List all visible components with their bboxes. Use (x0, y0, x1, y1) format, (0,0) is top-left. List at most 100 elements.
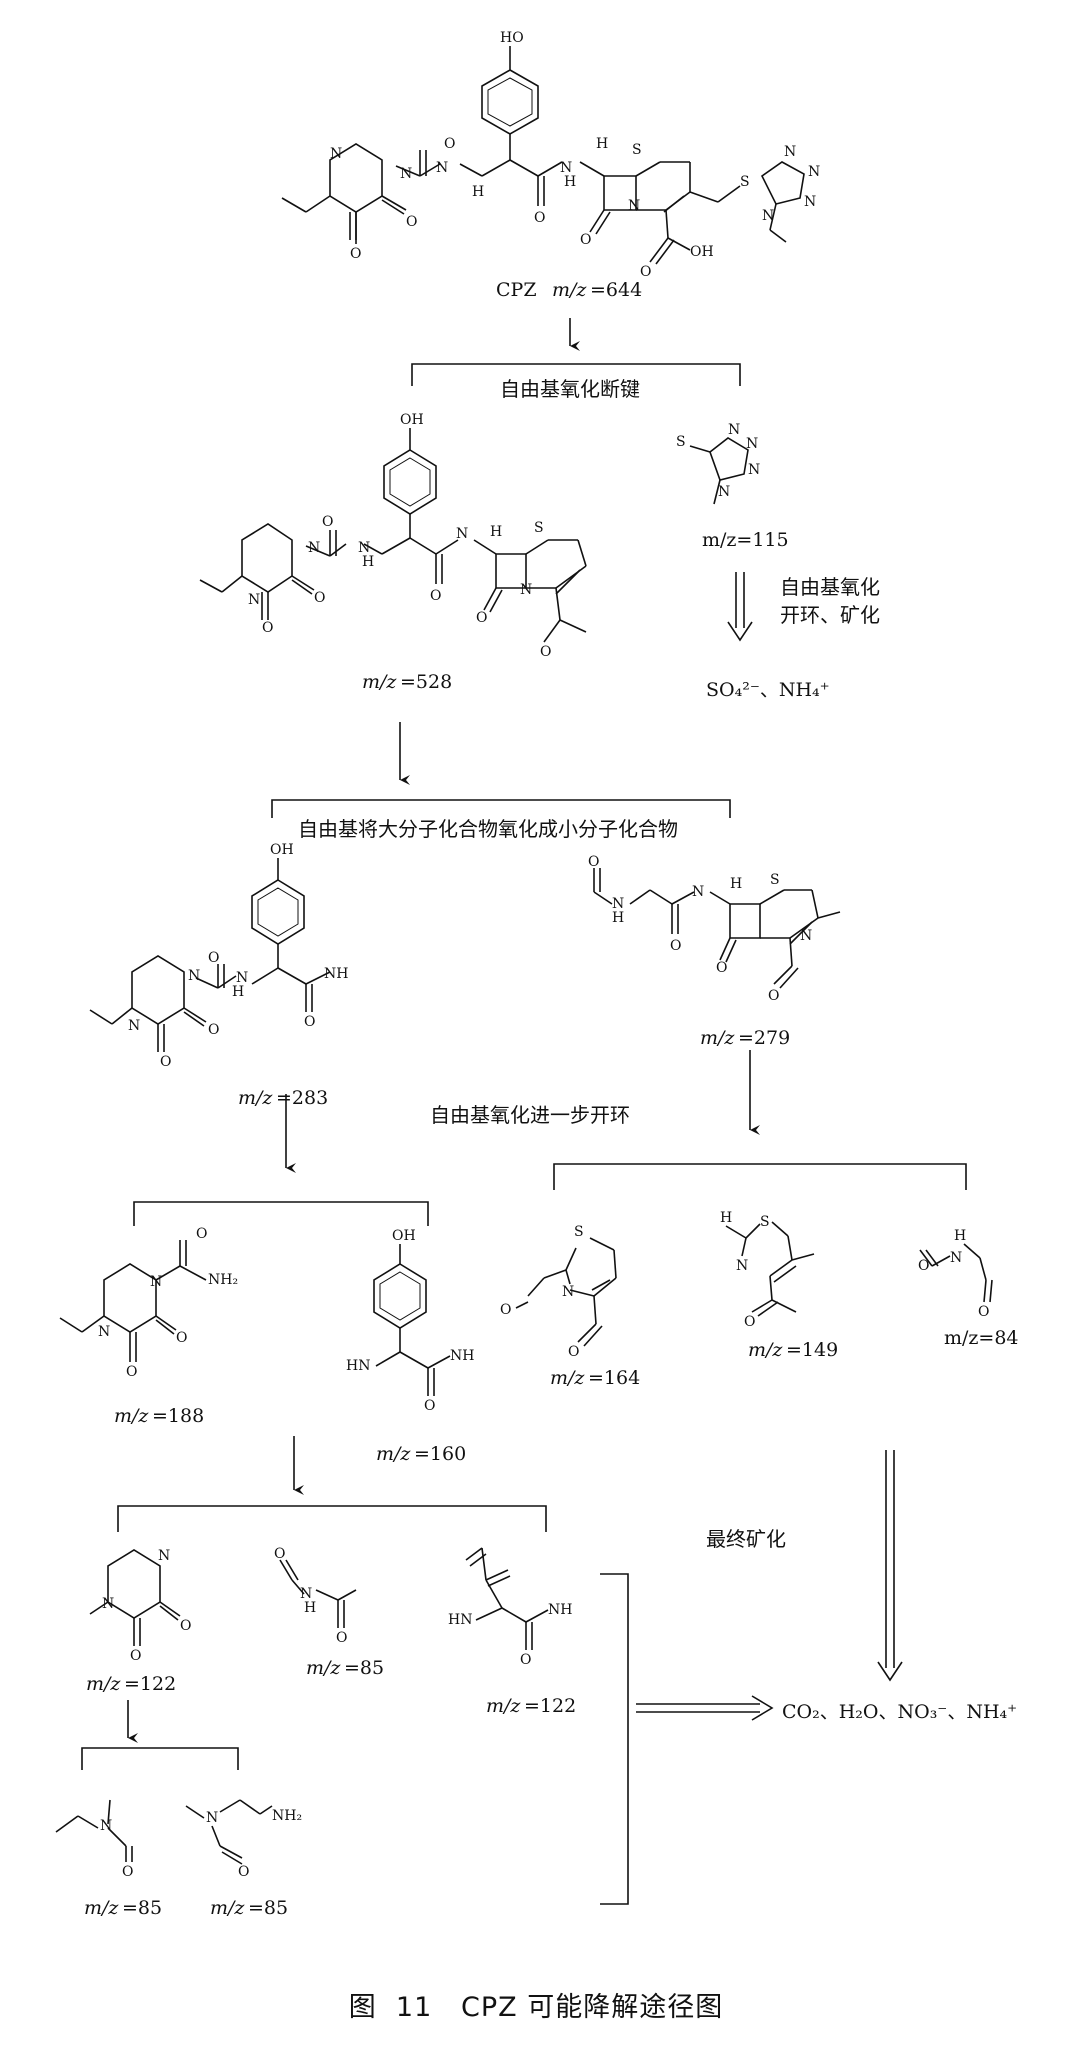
mz283-prefix: m/z (238, 1087, 273, 1109)
mz122a-prefix: m/z (86, 1673, 121, 1695)
bracket-6 (81, 1747, 239, 1770)
svg-text:OH: OH (400, 412, 424, 428)
bracket-3 (133, 1201, 429, 1226)
mz85b-structure (55, 1799, 133, 1862)
final-products: CO₂、H₂O、NO₃⁻、NH₄⁺ (782, 1701, 1017, 1723)
mz85a-structure (279, 1559, 357, 1628)
svg-text:N: N (804, 194, 816, 210)
mz115-label: m/z=115 (702, 529, 789, 551)
mz149-label: =149 (786, 1339, 838, 1361)
mz528-structure (199, 428, 587, 643)
right-bracket (600, 1573, 629, 1905)
svg-text:O: O (406, 214, 417, 230)
svg-text:O: O (314, 590, 325, 606)
svg-text:NH: NH (548, 1602, 572, 1618)
mz283-structure (89, 858, 331, 1052)
mz160-prefix: m/z (376, 1443, 411, 1465)
mz122a-label: =122 (124, 1673, 176, 1695)
svg-text:N: N (748, 462, 760, 478)
svg-text:HN: HN (448, 1612, 472, 1628)
svg-text:N: N (520, 582, 532, 598)
svg-text:O: O (350, 246, 361, 262)
svg-text:S: S (574, 1224, 584, 1240)
svg-text:N: N (784, 144, 796, 160)
svg-text:N: N (102, 1596, 114, 1612)
mz644-prefix: m/z (552, 279, 587, 301)
svg-text:N: N (612, 896, 624, 912)
svg-text:N: N (736, 1258, 748, 1274)
svg-text:S: S (632, 142, 642, 158)
svg-text:O: O (580, 232, 591, 248)
svg-text:NH₂: NH₂ (272, 1808, 302, 1824)
svg-text:O: O (768, 988, 779, 1004)
svg-text:H: H (232, 984, 244, 1000)
mz164-prefix: m/z (550, 1367, 585, 1389)
mz188-label: =188 (152, 1405, 204, 1427)
svg-text:HN: HN (346, 1358, 370, 1374)
mz149-structure (725, 1221, 815, 1317)
svg-text:O: O (568, 1344, 579, 1360)
svg-text:O: O (208, 1022, 219, 1038)
svg-text:HO: HO (500, 30, 524, 46)
cpz-structure (281, 46, 805, 265)
svg-text:O: O (176, 1330, 187, 1346)
svg-text:H: H (564, 174, 576, 190)
mz115-structure (689, 437, 749, 505)
svg-text:OH: OH (690, 244, 714, 260)
svg-text:H: H (304, 1600, 316, 1616)
svg-text:N: N (800, 928, 812, 944)
svg-text:O: O (238, 1864, 249, 1880)
cpz-label: CPZ (496, 279, 537, 301)
svg-text:O: O (304, 1014, 315, 1030)
step-radical-oxidation-cleavage: 自由基氧化断键 (500, 377, 640, 401)
double-arrow-final-top (877, 1450, 903, 1682)
mz122b-label: =122 (524, 1695, 576, 1717)
mz283-label: =283 (276, 1087, 328, 1109)
double-arrow-final (636, 1695, 774, 1721)
svg-text:N: N (436, 160, 448, 176)
svg-text:O: O (520, 1652, 531, 1668)
svg-text:O: O (424, 1398, 435, 1414)
svg-text:O: O (978, 1304, 989, 1320)
bracket-4 (553, 1163, 967, 1190)
step-radical-oxidation-line2: 开环、矿化 (780, 603, 880, 627)
mz644-label: =644 (590, 279, 642, 301)
mz85a-label: =85 (344, 1657, 384, 1679)
svg-text:S: S (534, 520, 544, 536)
svg-text:O: O (640, 264, 651, 280)
svg-text:N: N (308, 540, 320, 556)
svg-text:H: H (730, 876, 742, 892)
svg-text:N: N (206, 1810, 218, 1826)
caption-number: 11 (395, 1992, 433, 2023)
caption-text: CPZ 可能降解途径图 (461, 1992, 724, 2023)
svg-text:NH: NH (324, 966, 348, 982)
svg-text:O: O (122, 1864, 133, 1880)
svg-text:N: N (158, 1548, 170, 1564)
svg-text:O: O (540, 644, 551, 660)
bracket-5 (117, 1505, 547, 1532)
svg-text:N: N (728, 422, 740, 438)
step-further-ring-opening: 自由基氧化进一步开环 (430, 1103, 630, 1127)
double-arrow-1 (727, 572, 753, 642)
svg-text:N: N (746, 436, 758, 452)
svg-text:H: H (954, 1228, 966, 1244)
svg-text:O: O (262, 620, 273, 636)
svg-text:H: H (362, 554, 374, 570)
mz149-prefix: m/z (748, 1339, 783, 1361)
svg-text:H: H (612, 910, 624, 926)
svg-text:N: N (100, 1818, 112, 1834)
svg-text:O: O (918, 1258, 929, 1274)
svg-text:OH: OH (270, 842, 294, 858)
svg-text:S: S (770, 872, 780, 888)
mz84-structure (919, 1243, 993, 1303)
svg-text:O: O (336, 1630, 347, 1646)
svg-text:N: N (692, 884, 704, 900)
svg-text:N: N (562, 1284, 574, 1300)
svg-text:H: H (596, 136, 608, 152)
atom-labels: HO O N H N H N N O O O H S N O O OH S N … (98, 30, 989, 1880)
mz85b-prefix: m/z (84, 1897, 119, 1919)
mz528-prefix: m/z (362, 671, 397, 693)
step-large-to-small-molecules: 自由基将大分子化合物氧化成小分子化合物 (298, 817, 678, 841)
svg-text:N: N (400, 166, 412, 182)
svg-text:O: O (126, 1364, 137, 1380)
